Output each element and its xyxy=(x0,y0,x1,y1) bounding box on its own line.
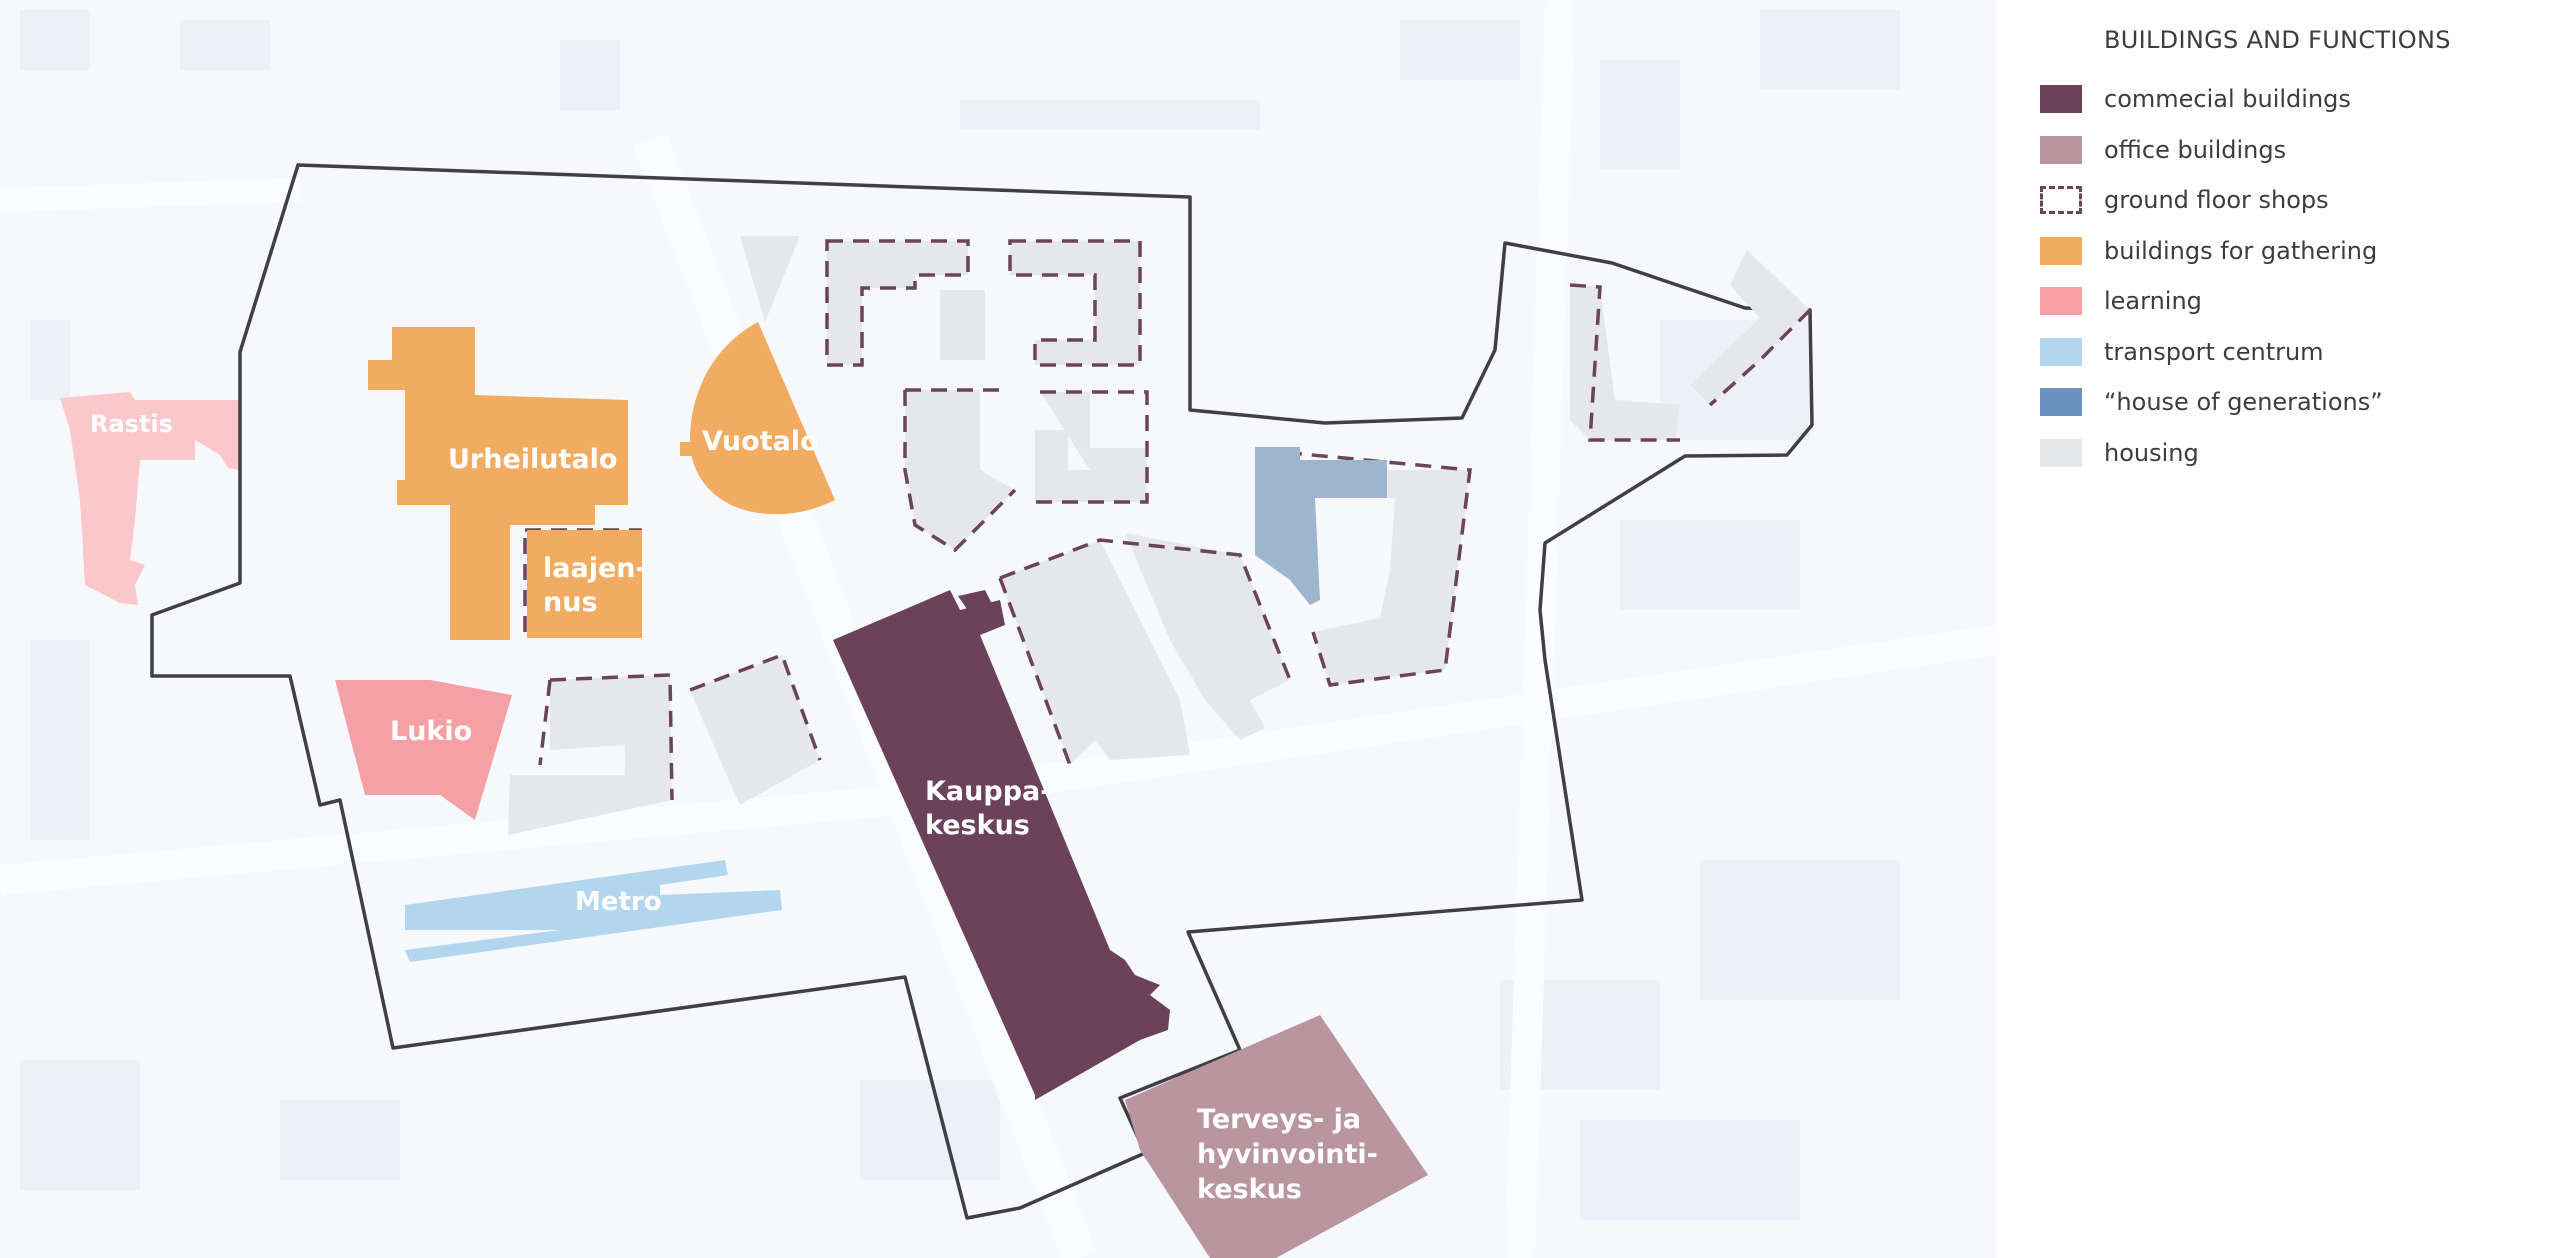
legend-label-learning: learning xyxy=(2104,287,2202,315)
legend-swatch-house-of-generations xyxy=(2040,388,2082,416)
legend-label-housing: housing xyxy=(2104,438,2199,467)
lukio-building xyxy=(335,680,512,820)
study-area-boundary xyxy=(150,163,1814,1220)
label-laajennus-line1: laajen- xyxy=(543,553,647,584)
label-kauppakeskus-line2: keskus xyxy=(925,810,1030,841)
label-rastis: Rastis xyxy=(90,410,173,438)
legend-item-ground-floor-shops: ground floor shops xyxy=(2040,183,2540,217)
label-lukio: Lukio xyxy=(390,716,472,747)
legend-item-gathering: buildings for gathering xyxy=(2040,234,2540,268)
label-terveys-line2: hyvinvointi- xyxy=(1197,1139,1378,1170)
terveys-building xyxy=(1125,1015,1428,1258)
legend-swatch-ground-floor-shops xyxy=(2040,186,2082,214)
rastis-building xyxy=(60,392,240,605)
legend-swatch-commercial xyxy=(2040,85,2082,113)
legend-label-ground-floor-shops: ground floor shops xyxy=(2104,186,2329,214)
legend-label-house-of-generations: “house of generations” xyxy=(2104,388,2383,416)
housing-buildings xyxy=(508,236,1810,835)
label-urheilutalo: Urheilutalo xyxy=(448,444,617,475)
label-metro: Metro xyxy=(575,887,662,917)
kauppakeskus-building xyxy=(833,590,1170,1100)
legend-swatch-learning xyxy=(2040,287,2082,315)
legend-swatch-gathering xyxy=(2040,236,2082,265)
legend-swatch-housing xyxy=(2040,438,2082,467)
metro-building xyxy=(405,860,782,962)
laajennus-building xyxy=(527,530,642,638)
site-map: Rastis Urheilutalo laajen- nus Vuotalo L… xyxy=(60,163,1814,1258)
ground-floor-shops xyxy=(523,239,1812,801)
gathering-buildings xyxy=(368,322,835,640)
label-terveys-line3: keskus xyxy=(1197,1174,1302,1205)
site-map-drawing: Rastis Urheilutalo laajen- nus Vuotalo L… xyxy=(60,163,1814,1258)
legend-item-office: office buildings xyxy=(2040,133,2540,167)
label-kauppakeskus-line1: Kauppa- xyxy=(925,776,1051,807)
label-laajennus-line2: nus xyxy=(543,587,598,618)
legend-title: BUILDINGS AND FUNCTIONS xyxy=(2104,26,2451,54)
vuotalo-building xyxy=(690,322,835,515)
kauppakeskus-annex xyxy=(958,590,1000,628)
legend-item-transport: transport centrum xyxy=(2040,335,2540,369)
legend-label-commercial: commecial buildings xyxy=(2104,85,2351,113)
legend-item-house-of-generations: “house of generations” xyxy=(2040,385,2540,419)
legend-label-office: office buildings xyxy=(2104,135,2287,164)
legend-item-housing: housing xyxy=(2040,436,2540,470)
legend-item-commercial: commecial buildings xyxy=(2040,82,2540,116)
legend-swatch-office xyxy=(2040,135,2082,164)
legend-swatch-transport xyxy=(2040,337,2082,366)
legend-items: commecial buildings office buildings gro… xyxy=(2040,82,2540,470)
legend: BUILDINGS AND FUNCTIONS commecial buildi… xyxy=(2040,26,2540,486)
label-vuotalo: Vuotalo xyxy=(702,426,819,457)
legend-label-gathering: buildings for gathering xyxy=(2104,236,2378,265)
legend-item-learning: learning xyxy=(2040,284,2540,318)
urheilutalo-building xyxy=(368,327,628,640)
house-of-generations-building xyxy=(1255,447,1387,605)
label-terveys-line1: Terveys- ja xyxy=(1197,1104,1361,1135)
legend-label-transport: transport centrum xyxy=(2104,337,2324,366)
